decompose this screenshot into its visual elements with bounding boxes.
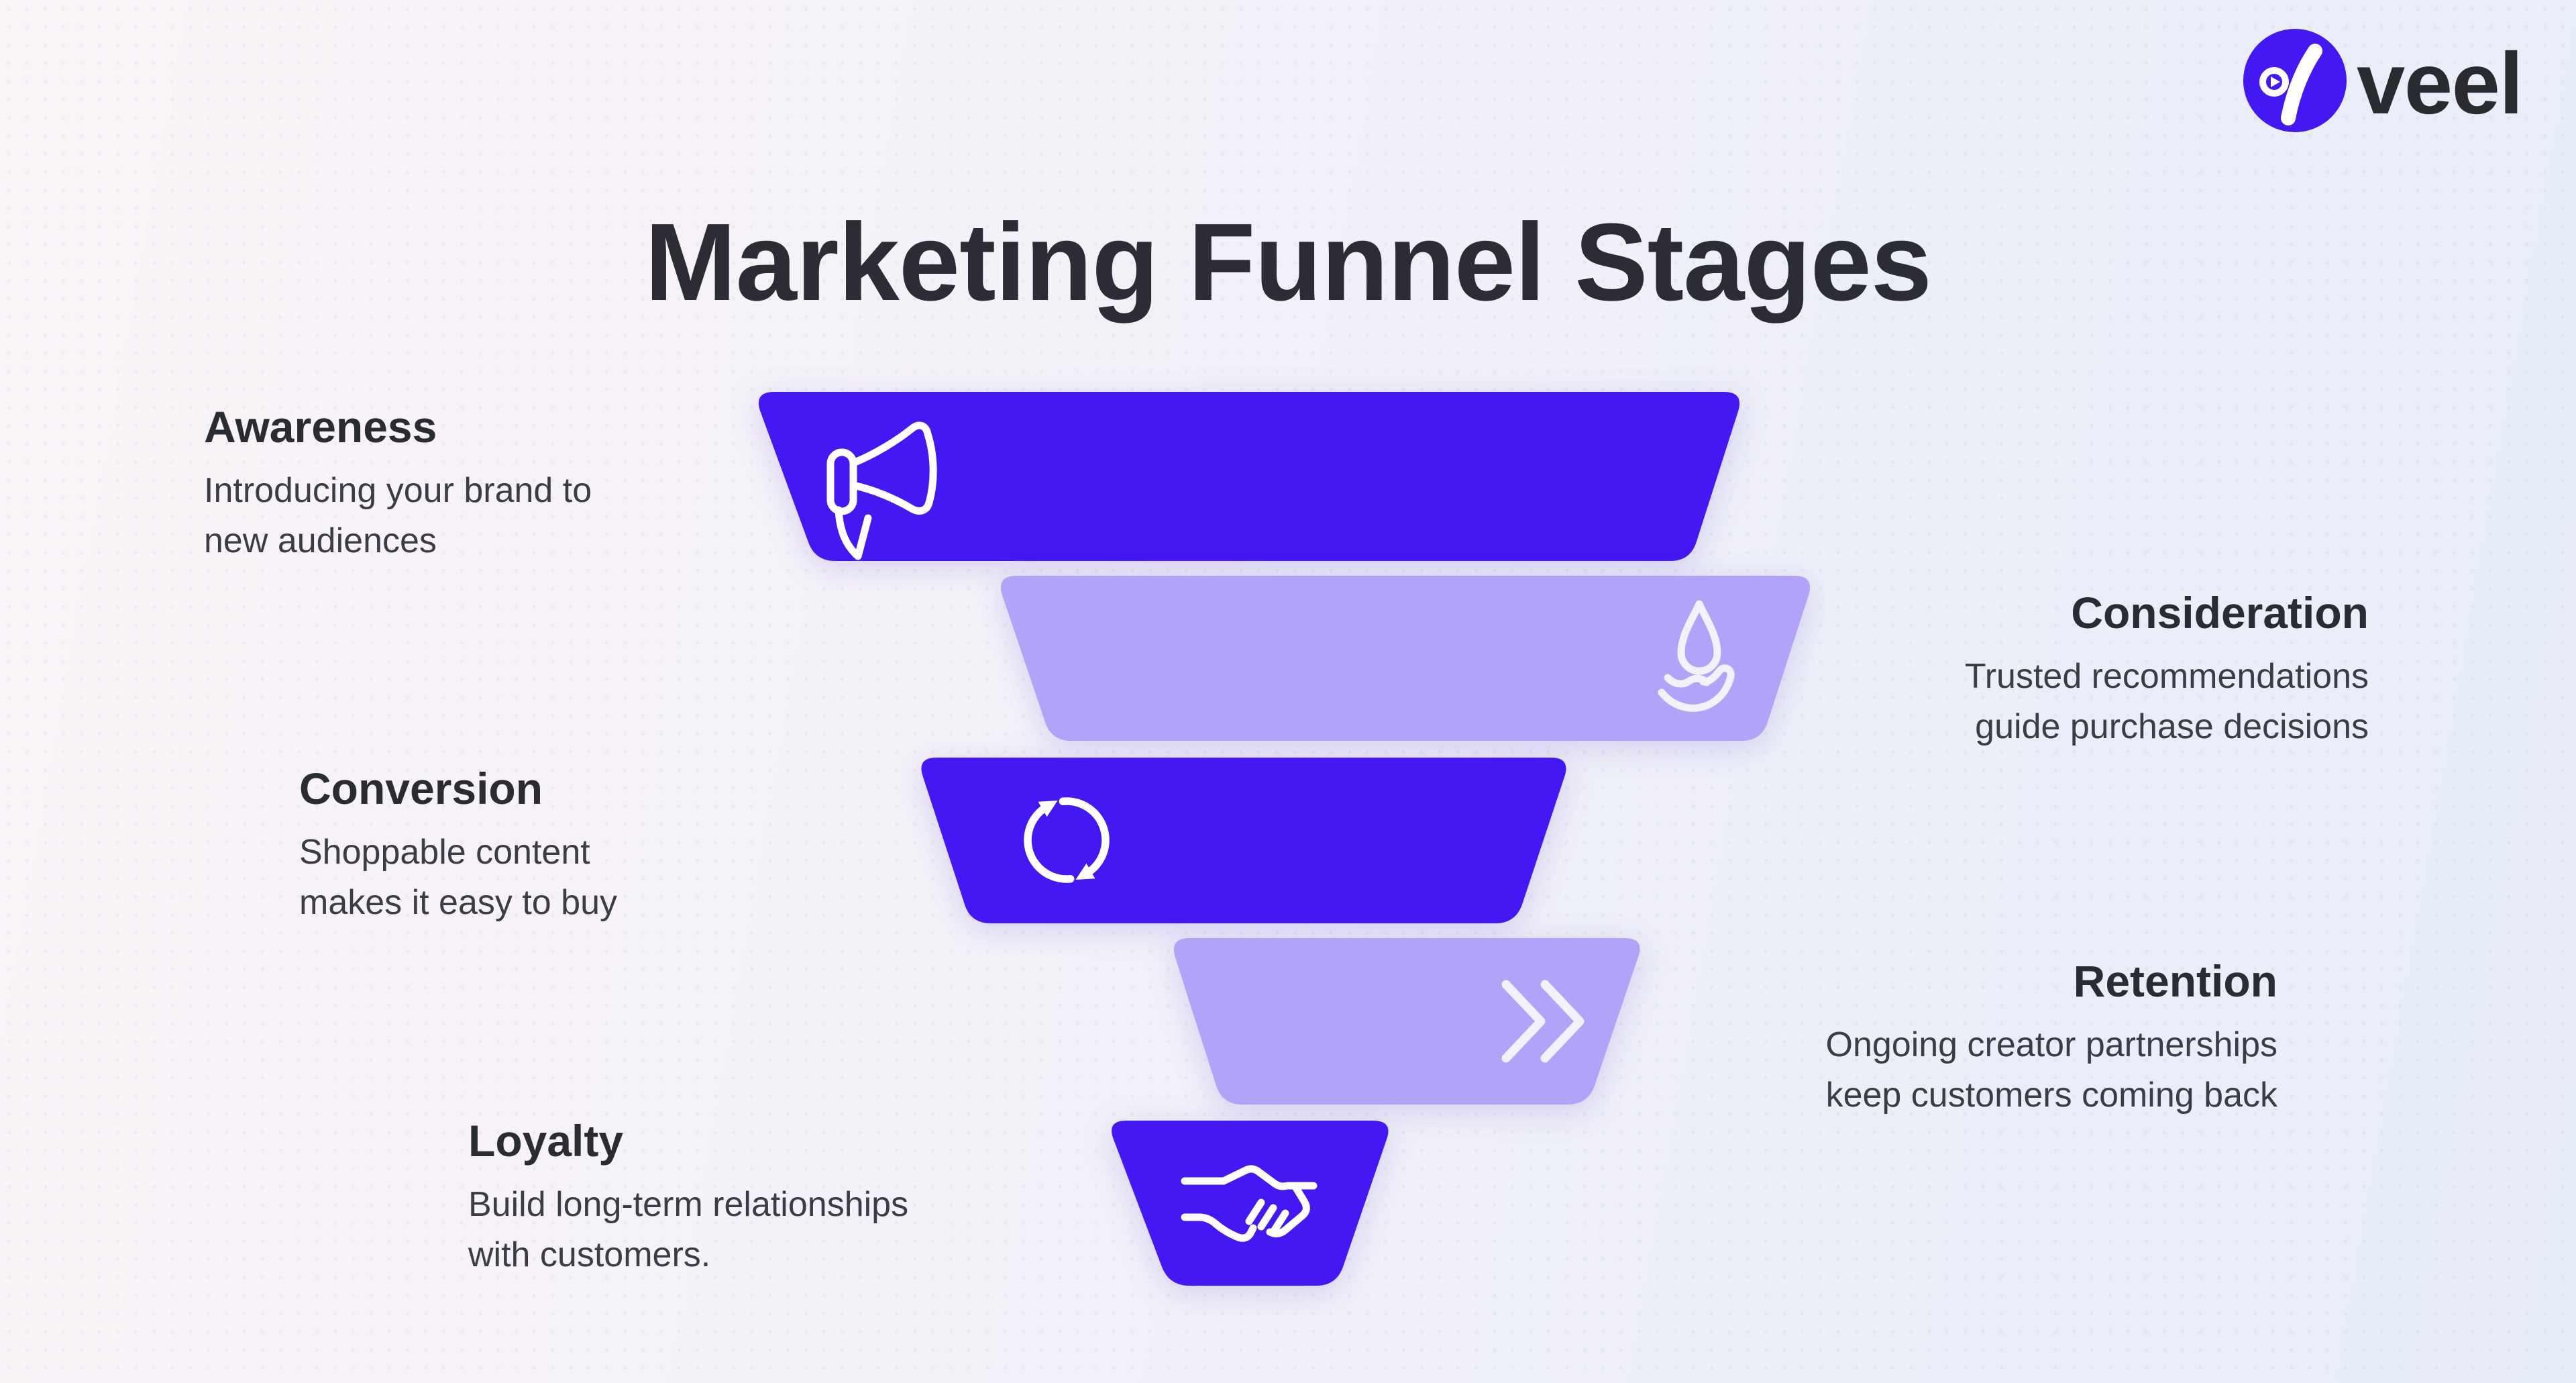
funnel-stage-awareness-shape <box>758 392 1740 561</box>
stage-title: Consideration <box>2071 588 2369 637</box>
logo-play-ring-icon <box>2259 67 2289 97</box>
logo-play-icon <box>2271 76 2280 87</box>
stage-desc-line: Trusted recommendations <box>1964 657 2369 696</box>
stage-desc-line: Shoppable content <box>299 833 590 872</box>
refresh-cycle-icon <box>1024 797 1110 883</box>
brand-name: veel <box>2357 34 2524 132</box>
brand-logo-mark <box>2243 29 2347 132</box>
stage-desc-line: new audiences <box>204 521 437 560</box>
stage-label-awareness: Awareness Introducing your brand to new … <box>204 400 861 566</box>
stage-title: Awareness <box>204 402 437 452</box>
brand-logo: veel <box>2234 20 2549 148</box>
handshake-icon <box>1181 1165 1318 1242</box>
stage-title: Conversion <box>299 764 543 813</box>
stage-label-retention: Retention Ongoing creator partnerships k… <box>1620 954 2278 1121</box>
stage-desc-line: with customers. <box>468 1235 711 1274</box>
stage-desc-line: makes it easy to buy <box>299 883 617 922</box>
droplet-hand-icon <box>1658 600 1735 712</box>
funnel-stage-consideration-shape <box>1000 576 1811 741</box>
stage-description: Shoppable content makes it easy to buy <box>299 827 957 928</box>
funnel-stage-conversion-shape <box>921 758 1566 923</box>
stage-description: Build long-term relationships with custo… <box>468 1180 1126 1280</box>
double-chevron-icon <box>1501 980 1585 1063</box>
stage-description: Ongoing creator partnerships keep custom… <box>1620 1020 2278 1121</box>
stage-description: Trusted recommendations guide purchase d… <box>1711 652 2369 752</box>
stage-desc-line: Introducing your brand to <box>204 471 592 510</box>
stage-label-consideration: Consideration Trusted recommendations gu… <box>1711 586 2369 752</box>
stage-title: Loyalty <box>468 1116 624 1166</box>
logo-slash-icon <box>2281 44 2322 125</box>
funnel-stage-retention-shape <box>1173 938 1640 1105</box>
stage-title: Retention <box>2073 956 2277 1006</box>
megaphone-icon <box>826 421 937 560</box>
page-title: Marketing Funnel Stages <box>644 200 1932 323</box>
stage-description: Introducing your brand to new audiences <box>204 466 861 566</box>
stage-desc-line: keep customers coming back <box>1825 1076 2277 1115</box>
funnel-stage-loyalty-shape <box>1112 1121 1389 1286</box>
stage-label-loyalty: Loyalty Build long-term relationships wi… <box>468 1114 1126 1280</box>
stage-desc-line: Build long-term relationships <box>468 1185 909 1224</box>
stage-desc-line: guide purchase decisions <box>1975 707 2369 746</box>
stage-label-conversion: Conversion Shoppable content makes it ea… <box>299 762 957 928</box>
stage-desc-line: Ongoing creator partnerships <box>1825 1025 2278 1064</box>
